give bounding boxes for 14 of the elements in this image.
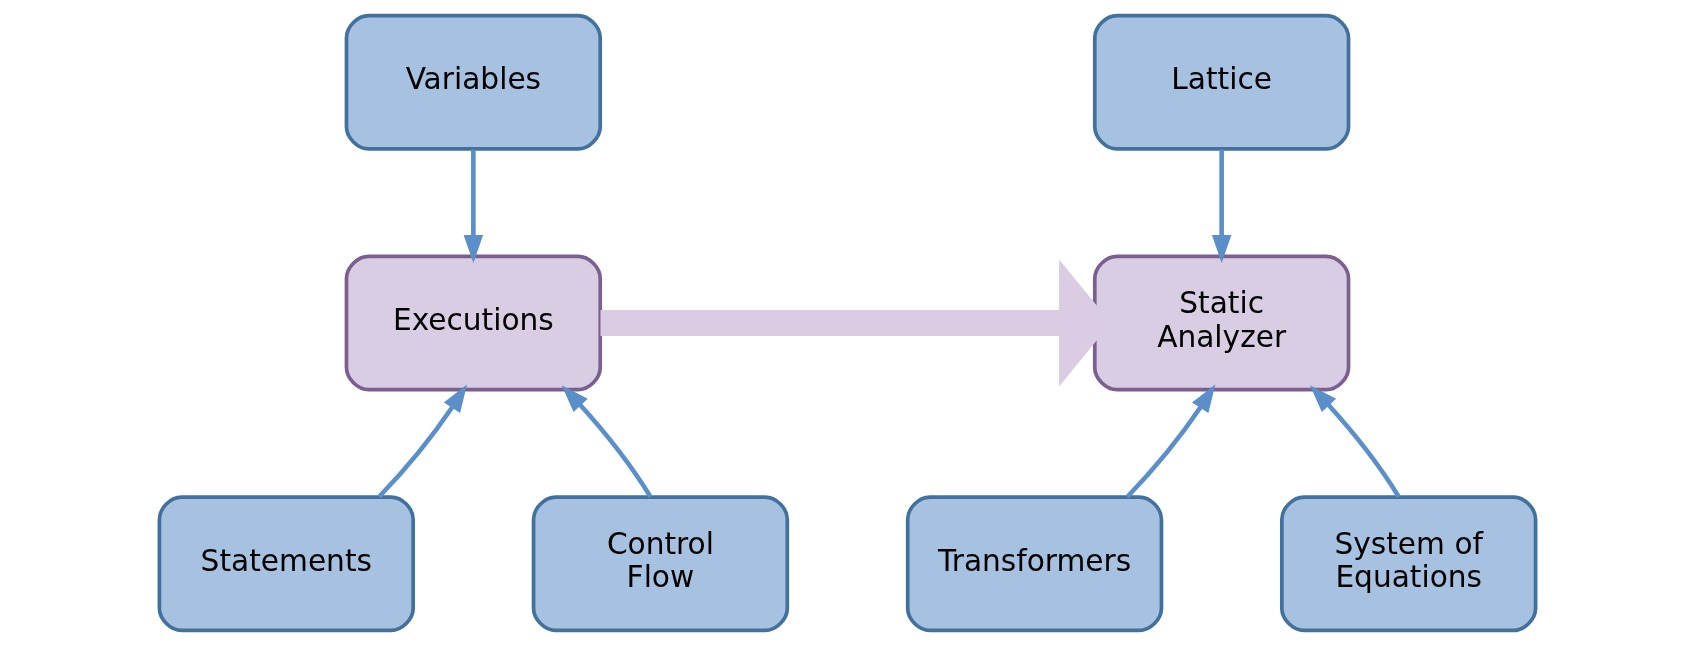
arrow (377, 384, 467, 499)
node-box: Control Flow (531, 495, 789, 633)
node-box: System of Equations (1279, 495, 1537, 633)
arrow (1309, 385, 1401, 498)
node-box: Statements (157, 495, 415, 633)
arrow (1125, 384, 1215, 499)
node-box: Variables (344, 13, 602, 151)
node-box: Static Analyzer (1092, 254, 1350, 392)
node-box: Lattice (1092, 13, 1350, 151)
node-box: Transformers (905, 495, 1163, 633)
arrow (1211, 149, 1231, 263)
node-box: Executions (344, 254, 602, 392)
arrow (561, 385, 652, 498)
arrow (463, 149, 483, 263)
